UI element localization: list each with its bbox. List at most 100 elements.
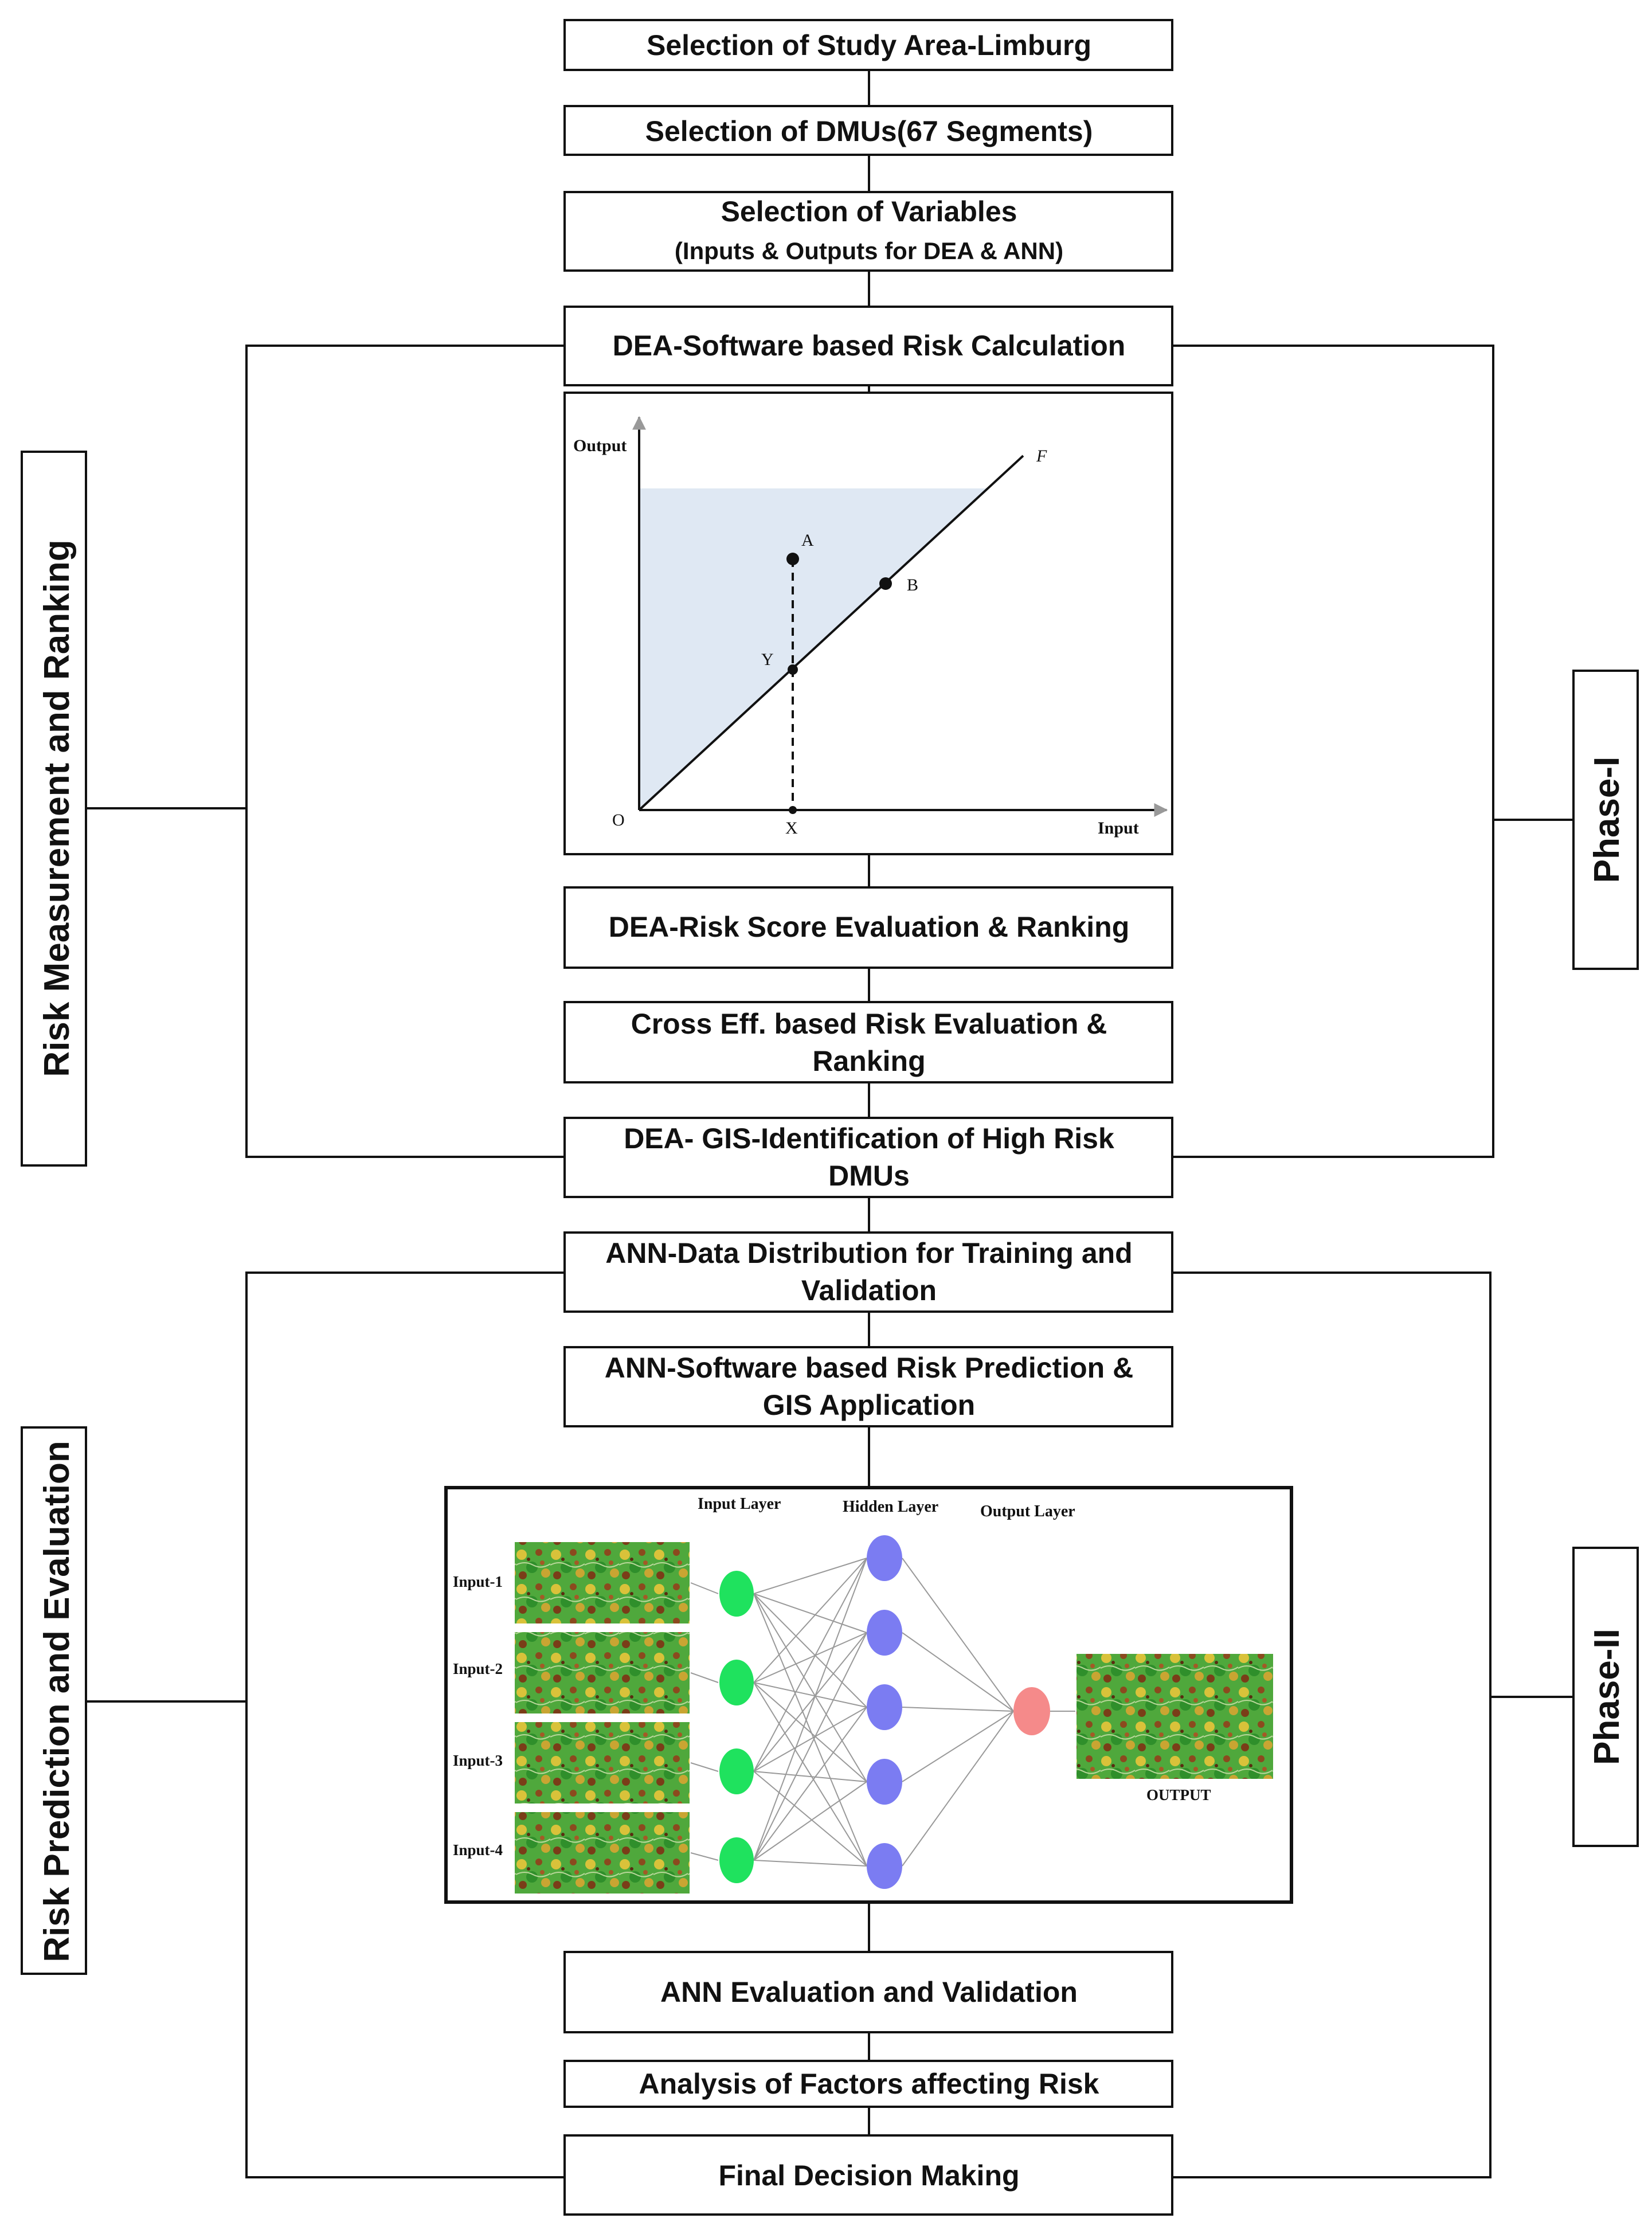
input-hidden-link	[753, 1632, 867, 1861]
step-variables-title: Selection of Variables	[721, 195, 1017, 228]
step-ann-software-line2: GIS Application	[763, 1389, 975, 1421]
ann-diagram: Input Layer Hidden Layer Output Layer In…	[453, 1495, 1273, 1894]
input-map-2	[515, 1632, 690, 1713]
label-phase2: Phase-II	[1587, 1629, 1627, 1765]
point-x-label: X	[785, 819, 798, 838]
step-ann-eval: ANN Evaluation and Validation	[660, 1976, 1078, 2008]
label-phase1: Phase-I	[1587, 757, 1627, 883]
label-risk-prediction: Risk Prediction and Evaluation	[37, 1441, 77, 1962]
input-hidden-link	[753, 1781, 867, 1861]
input-hidden-link	[753, 1593, 867, 1633]
input-hidden-link	[753, 1860, 867, 1867]
box-ann-data	[563, 1231, 1173, 1313]
step-cross-eff-line2: Ranking	[812, 1045, 925, 1077]
hidden-output-link	[902, 1711, 1014, 1867]
input-hidden-link	[753, 1593, 867, 1708]
output-layer-title: Output Layer	[980, 1503, 1075, 1520]
point-y-label: Y	[761, 650, 774, 669]
frontier-line	[638, 455, 1024, 811]
box-phase1	[1572, 670, 1639, 970]
point-a-label: A	[801, 531, 814, 550]
input-1-label: Input-1	[453, 1573, 503, 1590]
point-b-label: B	[907, 576, 918, 594]
output-node	[1013, 1687, 1050, 1735]
box-final	[563, 2134, 1173, 2216]
box-cross-eff	[563, 1001, 1173, 1083]
hidden-node-2	[867, 1610, 902, 1656]
step-dea-software: DEA-Software based Risk Calculation	[613, 330, 1126, 362]
input-hidden-link	[753, 1558, 867, 1861]
map-to-input-link	[690, 1582, 719, 1594]
step-ann-data-line1: ANN-Data Distribution for Training and	[605, 1237, 1132, 1269]
input-map-4	[515, 1812, 690, 1894]
ann-connections	[690, 1558, 1075, 1867]
output-label: OUTPUT	[1146, 1786, 1211, 1804]
step-study-area: Selection of Study Area-Limburg	[647, 29, 1091, 61]
step-ann-software-line1: ANN-Software based Risk Prediction &	[605, 1352, 1133, 1384]
input-node-2	[719, 1660, 754, 1705]
input-hidden-link	[753, 1593, 867, 1782]
hidden-output-link	[902, 1707, 1014, 1712]
point-x	[789, 806, 797, 814]
hidden-output-link	[902, 1711, 1014, 1782]
dea-plot: Output Input O F A B Y X	[573, 416, 1168, 838]
point-y	[788, 664, 798, 675]
box-ann-eval	[563, 1951, 1173, 2033]
point-a	[786, 553, 799, 565]
input-3-label: Input-3	[453, 1752, 503, 1769]
hidden-output-link	[902, 1558, 1014, 1712]
hidden-node-1	[867, 1535, 902, 1581]
box-phase2	[1572, 1547, 1639, 1847]
input-hidden-link	[753, 1682, 867, 1782]
input-hidden-link	[753, 1558, 867, 1772]
point-b	[879, 577, 892, 590]
map-to-input-link	[690, 1672, 719, 1683]
input-nodes	[719, 1571, 754, 1883]
box-variables	[563, 191, 1173, 272]
x-axis-label: Input	[1098, 819, 1139, 838]
step-final: Final Decision Making	[718, 2160, 1019, 2192]
input-layer-title: Input Layer	[698, 1495, 781, 1513]
hidden-output-link	[902, 1632, 1014, 1712]
step-dea-gis-line2: DMUs	[828, 1160, 910, 1192]
box-risk-prediction	[21, 1426, 87, 1975]
input-hidden-link	[753, 1632, 867, 1772]
label-risk-measurement: Risk Measurement and Ranking	[37, 539, 77, 1077]
input-node-3	[719, 1748, 754, 1794]
step-ann-data-line2: Validation	[801, 1274, 937, 1306]
side-boxes	[21, 451, 1639, 1975]
box-risk-measurement	[21, 451, 87, 1167]
step-dea-gis-line1: DEA- GIS-Identification of High Risk	[624, 1122, 1114, 1155]
input-2-label: Input-2	[453, 1660, 503, 1677]
input-4-label: Input-4	[453, 1841, 503, 1859]
map-to-input-link	[690, 1852, 719, 1861]
box-dea-gis	[563, 1117, 1173, 1198]
hidden-node-3	[867, 1684, 902, 1730]
input-hidden-link	[753, 1632, 867, 1683]
hidden-node-4	[867, 1759, 902, 1805]
box-dmus	[563, 105, 1173, 156]
box-study-area	[563, 19, 1173, 71]
input-map-3	[515, 1722, 690, 1804]
map-to-input-link	[690, 1762, 719, 1772]
box-dea-software	[563, 306, 1173, 386]
hidden-nodes	[867, 1535, 902, 1889]
box-dea-score	[563, 886, 1173, 969]
input-node-4	[719, 1837, 754, 1883]
input-hidden-link	[753, 1558, 867, 1683]
input-hidden-link	[753, 1771, 867, 1867]
input-hidden-link	[753, 1682, 867, 1867]
input-hidden-link	[753, 1707, 867, 1772]
origin-label: O	[612, 811, 625, 830]
frontier-label: F	[1036, 447, 1047, 465]
hidden-node-5	[867, 1843, 902, 1889]
phase1-bracket	[86, 345, 1573, 1158]
step-variables-subtitle: (Inputs & Outputs for DEA & ANN)	[675, 237, 1063, 264]
input-hidden-link	[753, 1558, 867, 1594]
output-map	[1076, 1654, 1273, 1779]
input-node-1	[719, 1571, 754, 1617]
step-dea-score: DEA-Risk Score Evaluation & Ranking	[609, 911, 1130, 943]
input-hidden-link	[753, 1771, 867, 1782]
